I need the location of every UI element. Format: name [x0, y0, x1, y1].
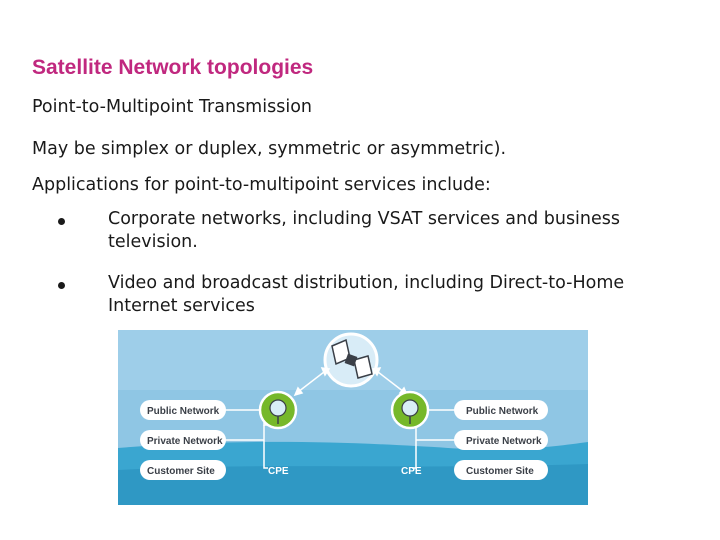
cpe-label-right: CPE — [401, 466, 422, 477]
svg-text:CPE: CPE — [268, 466, 289, 477]
svg-text:Public Network: Public Network — [466, 406, 539, 417]
right-label-customer-site: Customer Site — [454, 460, 548, 480]
left-dish-icon — [258, 390, 298, 430]
svg-text:Private Network: Private Network — [147, 436, 223, 447]
satellite-icon — [323, 332, 379, 388]
svg-text:Public Network: Public Network — [147, 406, 220, 417]
right-label-private-network: Private Network — [454, 430, 548, 450]
left-label-private-network: Private Network — [140, 430, 226, 450]
right-label-public-network: Public Network — [454, 400, 548, 420]
bullet-text: Corporate networks, including VSAT servi… — [108, 209, 621, 252]
applications-line: Applications for point-to-multipoint ser… — [32, 175, 491, 195]
slide-title: Satellite Network topologies — [32, 56, 314, 79]
network-diagram: Public Network Private Network Customer … — [118, 330, 588, 505]
subtitle-line: Point-to-Multipoint Transmission — [32, 97, 312, 117]
uplink-arrows — [293, 367, 409, 397]
svg-text:Customer Site: Customer Site — [147, 466, 215, 477]
bullet-text: Video and broadcast distribution, includ… — [108, 273, 625, 316]
bullet-dot-icon — [58, 282, 65, 289]
left-label-customer-site: Customer Site — [140, 460, 226, 480]
svg-text:Customer Site: Customer Site — [466, 466, 534, 477]
description-line: May be simplex or duplex, symmetric or a… — [32, 139, 507, 159]
left-label-public-network: Public Network — [140, 400, 226, 420]
network-diagram-svg: Public Network Private Network Customer … — [118, 330, 588, 505]
cpe-label-left: CPE — [268, 466, 289, 477]
bullet-dot-icon — [58, 218, 65, 225]
svg-text:Private Network: Private Network — [466, 436, 542, 447]
svg-text:CPE: CPE — [401, 466, 422, 477]
right-dish-icon — [390, 390, 430, 430]
